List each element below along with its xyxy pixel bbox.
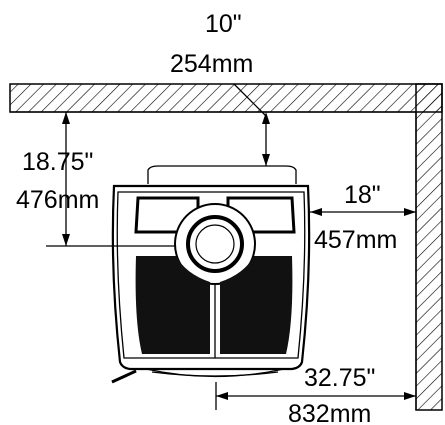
dim-depth-inches: 32.75" bbox=[304, 364, 375, 392]
side-wall bbox=[415, 83, 443, 411]
dim-flue-inches: 10" bbox=[205, 10, 242, 38]
dim-flue-mm: 254mm bbox=[170, 50, 253, 78]
stove-top-plate bbox=[147, 165, 297, 184]
dim-depth: 32.75" 832mm bbox=[215, 364, 416, 425]
left-door-panel bbox=[135, 256, 210, 354]
dim-rear-clearance: 18.75" 476mm bbox=[16, 112, 176, 247]
dim-side-inches: 18" bbox=[344, 181, 381, 209]
dim-rear-mm: 476mm bbox=[16, 186, 99, 214]
flue-opening bbox=[195, 224, 235, 264]
stove-top-view bbox=[111, 165, 311, 384]
dim-side-clearance: 18" 457mm bbox=[310, 181, 416, 254]
wall-corner bbox=[9, 83, 443, 411]
dim-side-mm: 457mm bbox=[314, 226, 397, 254]
door-handle bbox=[111, 369, 137, 384]
right-door-panel bbox=[220, 256, 293, 354]
dim-flue-to-wall: 10" 254mm bbox=[170, 10, 270, 166]
back-wall bbox=[9, 83, 443, 113]
dim-depth-mm: 832mm bbox=[288, 400, 371, 425]
dim-rear-inches: 18.75" bbox=[22, 148, 93, 176]
